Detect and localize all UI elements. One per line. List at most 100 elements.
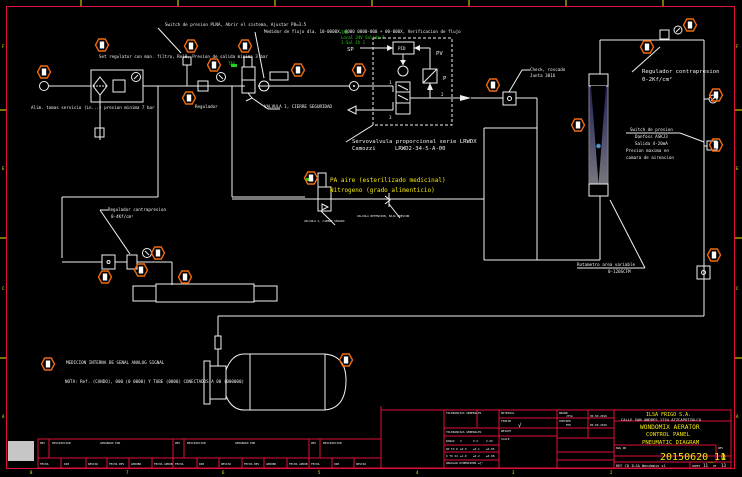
tol-row: ±0.08 [486, 454, 495, 458]
drawing-number: 20150620_11 [660, 452, 726, 463]
solenoid-annotation: VALVULA 1, CIERRE SEGURIDAD [264, 104, 333, 109]
zone-number: 3 [512, 470, 515, 475]
rev-col: DIB [199, 462, 204, 466]
component-tag [639, 40, 655, 54]
rev-approved-header: APROBADO POR [235, 441, 256, 445]
tolerances-title: TOLERANCIAS GENERALES [446, 411, 482, 415]
solenoid-valve-1 [231, 56, 280, 110]
zone-letter: A [2, 414, 5, 419]
drawn-by: JTVA [566, 414, 573, 418]
check-valve-annotation: VALVULA RETENCION, BAJA PRESION [357, 214, 410, 218]
rev-header: REV [311, 441, 316, 445]
component-tag-label: 4 [211, 61, 217, 69]
revision-block: REV DESCRIPCION APROBADO POR FECHA DIB R… [8, 406, 382, 469]
checked-date: 00.00.2016 [590, 423, 607, 427]
rev-col: FECHA [40, 462, 49, 466]
dwg-no-label: DWG NO [616, 446, 626, 450]
component-tag [94, 38, 110, 52]
rotameter [535, 39, 628, 261]
component-tag-label: 8 [644, 43, 650, 51]
note-1: MEDICION INTERNA DE SENAL ANALOG SIGNAL [66, 360, 165, 365]
component-tag [97, 270, 113, 284]
rev-col: REVISO [356, 462, 366, 466]
inlet-port-icon [39, 81, 49, 91]
zone-letter: F [736, 44, 739, 49]
scale-label: SCALE [501, 437, 510, 441]
component-tag-label: 15 [711, 251, 717, 259]
rev-col: REVISO [88, 462, 98, 466]
rev-col: FECHA [175, 462, 184, 466]
title-block: TOLERANCIAS GENERALES TOLERANCIAS GENERA… [380, 409, 732, 469]
servo-label: Servovalvula proporcional serie LRWDX [352, 139, 477, 145]
component-tag-label: 21 [45, 360, 51, 368]
green-indicator [306, 178, 311, 181]
component-tag [351, 63, 367, 77]
rev-desc-header: DESCRIPCION [52, 441, 71, 445]
p-label: P [443, 76, 447, 82]
pressure-sw-right-3: Salida 4-20mA [635, 141, 668, 146]
checked-label: CHECKED [559, 419, 571, 423]
port-1-label: 1 [389, 80, 392, 85]
project-title-2: CONTROL PANEL [646, 432, 690, 438]
zone-number: 7 [126, 470, 129, 475]
revision-number: 0 [721, 453, 726, 462]
component-tag [206, 58, 222, 72]
tol-row: X.X [473, 439, 478, 443]
zone-letter: A [736, 414, 739, 419]
drawn-label: DRAWN [559, 411, 568, 415]
component-tag [181, 91, 197, 105]
rev-desc-header: DESCRIPCION [323, 441, 342, 445]
tol-row: X [460, 439, 462, 443]
valve-2-annotation: VALVULA 2, CIERRE SEGURO [304, 219, 345, 223]
rev-col: FECHA [311, 462, 320, 466]
component-tag-label: F [186, 94, 192, 102]
component-tag-label: 6 [242, 42, 248, 50]
zone-letter: E [2, 166, 5, 171]
tank-body [225, 353, 347, 411]
port-3-label: 3 [389, 115, 392, 120]
zone-number: 6 [222, 470, 225, 475]
rev-col: DIB [334, 462, 339, 466]
green-indicator [231, 64, 237, 67]
component-tag [290, 63, 306, 77]
zone-number: 4 [416, 470, 419, 475]
pressure-sw-right-5: camara de aireacion [626, 155, 674, 160]
pressure-sw-right-2: Danfoss ASKJ3 [635, 134, 668, 139]
tol-row: ±0.1 [473, 447, 480, 451]
pressure-sw-right-4: Presion maxima en [626, 148, 669, 153]
exhaust-icon [346, 105, 357, 115]
rev-col: FECHA REV [109, 462, 124, 466]
pressure-switch-annotation: Switch de presion PLNA, Abrir el sistema… [165, 22, 307, 27]
finish-label: FINISH [501, 419, 511, 423]
component-tag-label: 19 [182, 273, 188, 281]
aeration-tank [203, 315, 704, 411]
port-2-label: 2 [441, 92, 444, 97]
pressure-sw-right-1: Switch de presion [630, 127, 673, 132]
component-tag [237, 39, 253, 53]
pressure-gauge-icon [673, 25, 683, 35]
zone-letter: E [736, 166, 739, 171]
regulator-icon [112, 79, 126, 93]
tol-row: ±0.05 [486, 447, 495, 451]
component-tag-label: 11 [295, 66, 301, 74]
back-reg-low-annotation-2: 0-4Kf/cm² [111, 214, 134, 219]
gas-label-nitrogen: Nitrogeno (grado alimenticio) [330, 187, 435, 194]
zone-ticks-top [80, 0, 664, 6]
component-tag [303, 171, 319, 185]
inline-fitting-icon [349, 81, 359, 91]
zone-letter: C [736, 286, 739, 291]
regulator-icon [659, 29, 670, 40]
rotameter-float [595, 143, 601, 149]
tol-row: X.XX [486, 439, 493, 443]
company-address: CALLE SAN ANDRES 1734 ATZCAPOTZALCO [621, 417, 702, 422]
solenoid-actuator-icon [397, 65, 409, 77]
stamp-block [8, 441, 34, 461]
tol-row: ±1.0 [460, 454, 467, 458]
component-tag-label: 1 [41, 68, 47, 76]
component-tag-label: 18 [155, 249, 161, 257]
checked-by: FHV [566, 423, 571, 427]
servo-model: LRWD2-34-5-A-00 [395, 146, 446, 152]
servo-brand: Camozzi [352, 146, 376, 152]
gas-label-air: PA aire (esterilizado medicinal) [330, 177, 446, 184]
